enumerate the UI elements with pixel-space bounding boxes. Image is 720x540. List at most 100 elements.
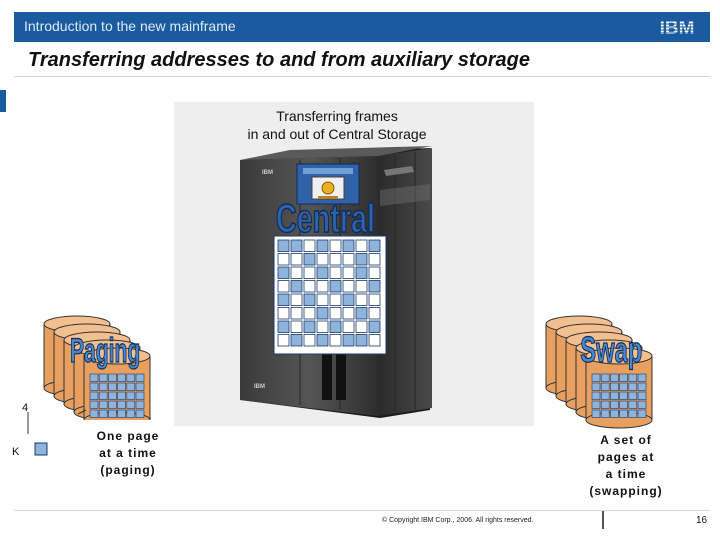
page-slot (89, 373, 99, 382)
swap-label: Swap (580, 330, 642, 370)
page-slot (637, 400, 647, 409)
left-accent-tab (0, 90, 6, 112)
storage-frame-free (303, 266, 316, 279)
course-title: Introduction to the new mainframe (24, 18, 236, 34)
page-slot (135, 409, 145, 418)
storage-frame-used (355, 253, 368, 266)
paging-description: One page at a time (paging) (86, 428, 170, 479)
storage-frame-free (355, 280, 368, 293)
swap-desc-line-1: A set of (600, 433, 652, 447)
page-slot (98, 391, 108, 400)
storage-frame-used (355, 266, 368, 279)
storage-frame-used (316, 307, 329, 320)
paging-drum-stack (43, 315, 151, 420)
server-badge: IBM (262, 170, 273, 176)
storage-frame-used (303, 293, 316, 306)
page-slot (628, 409, 638, 418)
page-slot (126, 382, 136, 391)
page-slot (135, 391, 145, 400)
page-slot (610, 373, 619, 382)
page-slot (628, 391, 638, 400)
storage-frame-used (303, 253, 316, 266)
page-slot (619, 382, 628, 391)
storage-frame-free (355, 320, 368, 333)
storage-frame-free (277, 334, 290, 347)
page-slot (619, 400, 628, 409)
page-slot (591, 382, 601, 391)
storage-frame-used (329, 320, 342, 333)
page-slot (89, 382, 99, 391)
page-slot (126, 400, 136, 409)
page-slot (117, 400, 126, 409)
paging-dataset-stack: Paging (43, 315, 151, 420)
page-slot (89, 400, 99, 409)
storage-frame-free (303, 239, 316, 252)
page-slot (610, 391, 619, 400)
title-divider (14, 76, 710, 77)
storage-frame-free (277, 280, 290, 293)
paging-label: Paging (70, 331, 140, 369)
page-slot (89, 391, 99, 400)
page-slot (637, 391, 647, 400)
page-slot (628, 373, 638, 382)
storage-frame-free (342, 320, 355, 333)
server-badge-bottom: IBM (254, 384, 265, 390)
page-slot (600, 409, 610, 418)
page-slot (117, 382, 126, 391)
storage-frame-free (290, 266, 303, 279)
central-label-icon: Central (275, 196, 375, 242)
storage-frame-free (342, 280, 355, 293)
storage-frame-free (342, 307, 355, 320)
storage-frame-used (316, 334, 329, 347)
storage-frame-free (290, 293, 303, 306)
ibm-logo: IBM (654, 18, 700, 37)
storage-frame-free (368, 253, 381, 266)
page-slot (610, 400, 619, 409)
page-slot (591, 391, 601, 400)
page-slot (591, 409, 601, 418)
storage-frame-used (277, 239, 290, 252)
storage-frame-free (329, 253, 342, 266)
storage-frame-used (368, 320, 381, 333)
swap-desc-line-3: a time (605, 467, 647, 481)
page-frame-icon (34, 442, 48, 456)
page-size-unit: K (12, 446, 20, 458)
storage-frame-free (342, 266, 355, 279)
page-slot (108, 400, 117, 409)
swap-drum-stack (545, 315, 653, 429)
page-slot (591, 373, 601, 382)
storage-frame-free (368, 266, 381, 279)
page-slot (117, 409, 126, 418)
storage-frame-used (368, 239, 381, 252)
caption-line-1: Transferring frames (276, 108, 398, 124)
storage-frame-free (303, 334, 316, 347)
page-slot (89, 409, 99, 418)
storage-frame-free (329, 239, 342, 252)
storage-frame-used (368, 280, 381, 293)
disk-drum (83, 347, 151, 420)
storage-frame-used (316, 239, 329, 252)
central-label: Central (276, 196, 375, 241)
page-slot (98, 373, 108, 382)
page-slot (98, 409, 108, 418)
storage-frame-free (368, 293, 381, 306)
page-slot (637, 382, 647, 391)
storage-frame-free (329, 266, 342, 279)
page-slot (108, 391, 117, 400)
storage-frame-used (277, 320, 290, 333)
page-slot (600, 373, 610, 382)
storage-frame-used (277, 266, 290, 279)
storage-frame-free (342, 253, 355, 266)
page-slot (619, 373, 628, 382)
page-slot (628, 400, 638, 409)
storage-frame-used (329, 280, 342, 293)
storage-frame-free (316, 293, 329, 306)
page-slot (619, 409, 628, 418)
storage-frame-free (368, 334, 381, 347)
storage-frame-used (342, 293, 355, 306)
diagram-caption: Transferring frames in and out of Centra… (174, 107, 500, 143)
slide-title: Transferring addresses to and from auxil… (28, 49, 531, 71)
page-slot (117, 373, 126, 382)
